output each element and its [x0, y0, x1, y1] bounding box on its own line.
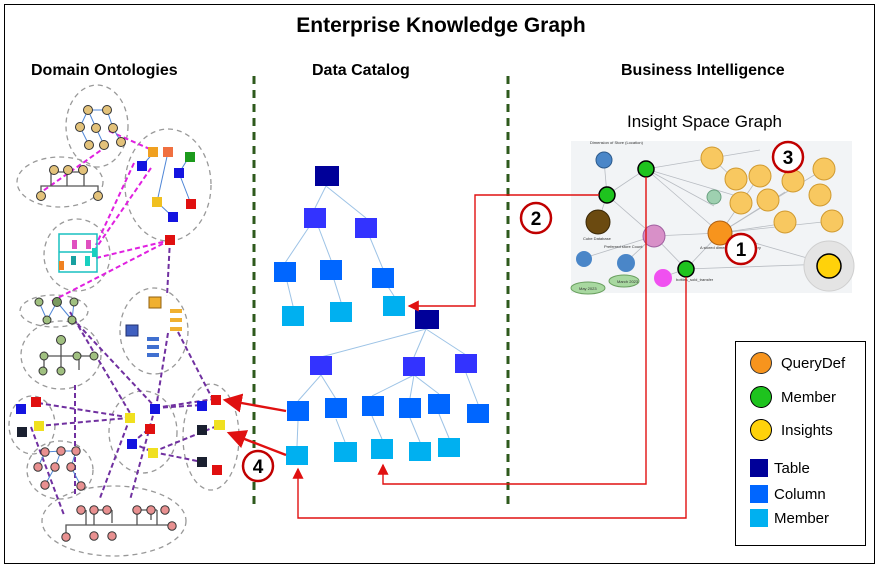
ontology-tan-tree	[75, 105, 126, 150]
ontology-left-squares	[16, 397, 44, 437]
figure-title: Enterprise Knowledge Graph	[296, 14, 586, 37]
legend-item-member-catalog: Member	[750, 505, 829, 531]
section-business-intelligence: Business Intelligence	[621, 62, 785, 79]
arrow-member-to-member	[377, 177, 647, 485]
svg-text:1: 1	[736, 240, 747, 261]
legend-label: Member	[781, 388, 837, 406]
callout-3: 3	[771, 140, 805, 174]
callouts: 1 2 3 4	[241, 140, 805, 483]
ontology-pink-tree	[33, 446, 86, 491]
section-data-catalog: Data Catalog	[312, 62, 410, 79]
ontology-green-bracket	[38, 335, 99, 376]
legend-item-member: Member	[750, 384, 836, 410]
ontology-pink-bracket	[61, 505, 177, 542]
svg-text:March 2023: March 2023	[617, 279, 639, 284]
legend: QueryDef Member Insights Table Column Me…	[735, 341, 866, 546]
callout-4: 4	[241, 449, 275, 483]
svg-text:3: 3	[783, 148, 794, 169]
insight-graph-nodes	[570, 146, 855, 295]
svg-text:Dimension of Store (Location): Dimension of Store (Location)	[590, 140, 644, 145]
legend-label: Table	[774, 459, 810, 477]
legend-label: Insights	[781, 421, 833, 439]
legend-item-querydef: QueryDef	[750, 350, 845, 376]
member-node-3	[677, 260, 695, 278]
ontology-green-tree-small	[34, 297, 79, 325]
legend-item-insights: Insights	[750, 417, 833, 443]
ontology-teal-diagram	[58, 233, 98, 273]
svg-text:Cube Database: Cube Database	[583, 236, 612, 241]
ontology-tan-bracket	[36, 165, 103, 201]
svg-text:bottles_sold_transfer: bottles_sold_transfer	[676, 277, 714, 282]
section-domain-ontologies: Domain Ontologies	[31, 62, 178, 79]
svg-text:2: 2	[531, 209, 542, 230]
arrow-member-to-member-2	[292, 277, 687, 519]
member-catalog-swatch	[750, 509, 768, 527]
column-swatch	[750, 485, 768, 503]
insights-node	[816, 253, 842, 279]
callout-1: 1	[724, 232, 758, 266]
ontology-clusters	[8, 84, 240, 557]
legend-item-table: Table	[750, 455, 810, 481]
catalog-tree-top	[274, 166, 405, 326]
svg-text:May 2023: May 2023	[579, 286, 597, 291]
ontology-colored-squares	[137, 147, 196, 245]
legend-label: Column	[774, 485, 826, 503]
ontology-cubes-databases	[125, 296, 182, 357]
svg-text:4: 4	[253, 457, 264, 478]
cross-links	[30, 239, 218, 516]
svg-text:Preferred store Count: Preferred store Count	[604, 244, 643, 249]
table-swatch	[750, 459, 768, 477]
member-node-2	[598, 186, 616, 204]
legend-label: Member	[774, 509, 830, 527]
arrow-member-to-ontology	[226, 430, 287, 457]
insight-space-graph-title: Insight Space Graph	[627, 112, 782, 131]
ontology-right-squares	[197, 395, 225, 475]
link-arrows	[222, 177, 687, 519]
insights-swatch	[750, 419, 772, 441]
legend-label: QueryDef	[781, 354, 846, 372]
querydef-node	[707, 220, 733, 246]
figure-frame	[4, 4, 875, 564]
querydef-swatch	[750, 352, 772, 374]
arrow-column-to-ontology	[222, 393, 287, 413]
catalog-table-node	[315, 166, 339, 186]
member-node-1	[637, 160, 655, 178]
ontology-center-squares	[125, 404, 160, 458]
member-swatch	[750, 386, 772, 408]
catalog-tree-bottom	[286, 310, 489, 465]
callout-2: 2	[519, 201, 553, 235]
arrow-member-to-catalog	[407, 194, 599, 312]
legend-item-column: Column	[750, 481, 826, 507]
